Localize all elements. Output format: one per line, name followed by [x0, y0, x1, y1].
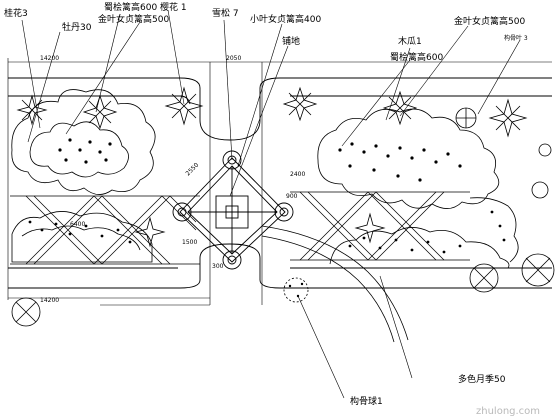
- dimension-lines: [7, 58, 552, 306]
- left-top-bed: [11, 89, 156, 195]
- central-diamond: [172, 150, 294, 270]
- dim-300: 300: [212, 263, 224, 270]
- bed-outlines: [8, 77, 552, 289]
- label-shugui: 蜀桧篱高600: [104, 1, 157, 13]
- label-gouguye: 构骨叶 3: [504, 34, 528, 42]
- label-mugua: 木瓜1: [398, 35, 422, 47]
- label-shuguili-right: 蜀桧篱高600: [390, 51, 443, 63]
- shrub-symbols: [11, 107, 555, 327]
- label-gouguqiu: 构骨球1: [350, 395, 383, 407]
- dot-plantings: [28, 138, 506, 298]
- watermark: zhulong.com: [476, 406, 540, 417]
- label-pudi: 铺地: [282, 35, 300, 47]
- dim-6400: 6400: [70, 221, 85, 228]
- right-paving-lattice: [290, 191, 470, 261]
- label-jinye-right: 金叶女贞篱高500: [454, 15, 525, 27]
- dim-top-left: 14200: [40, 55, 59, 62]
- dim-900: 900: [286, 193, 298, 200]
- label-mudan: 牡丹30: [62, 21, 92, 33]
- tree-symbols: [16, 86, 528, 248]
- dim-1500: 1500: [182, 239, 197, 246]
- label-yinghua: 樱花 1: [160, 1, 187, 13]
- label-guihua: 桂花3: [4, 7, 28, 19]
- label-xuesong: 雪松 7: [212, 7, 239, 19]
- right-top-bed: [317, 108, 500, 209]
- left-paving-lattice: [10, 195, 200, 265]
- leader-lines: [21, 9, 521, 399]
- right-bottom-bed: [329, 197, 519, 269]
- label-jinye-left: 金叶女贞篱高500: [98, 13, 169, 25]
- dim-2400: 2400: [290, 171, 305, 178]
- dim-bottom-left: 14200: [40, 297, 59, 304]
- dim-center: 2050: [226, 55, 241, 62]
- left-bottom-bed: [11, 211, 153, 263]
- walkway-curve: [261, 225, 409, 343]
- label-xiaoye: 小叶女贞篱高400: [250, 13, 321, 25]
- dim-2550: 2550: [184, 162, 200, 178]
- label-duose: 多色月季50: [458, 373, 506, 385]
